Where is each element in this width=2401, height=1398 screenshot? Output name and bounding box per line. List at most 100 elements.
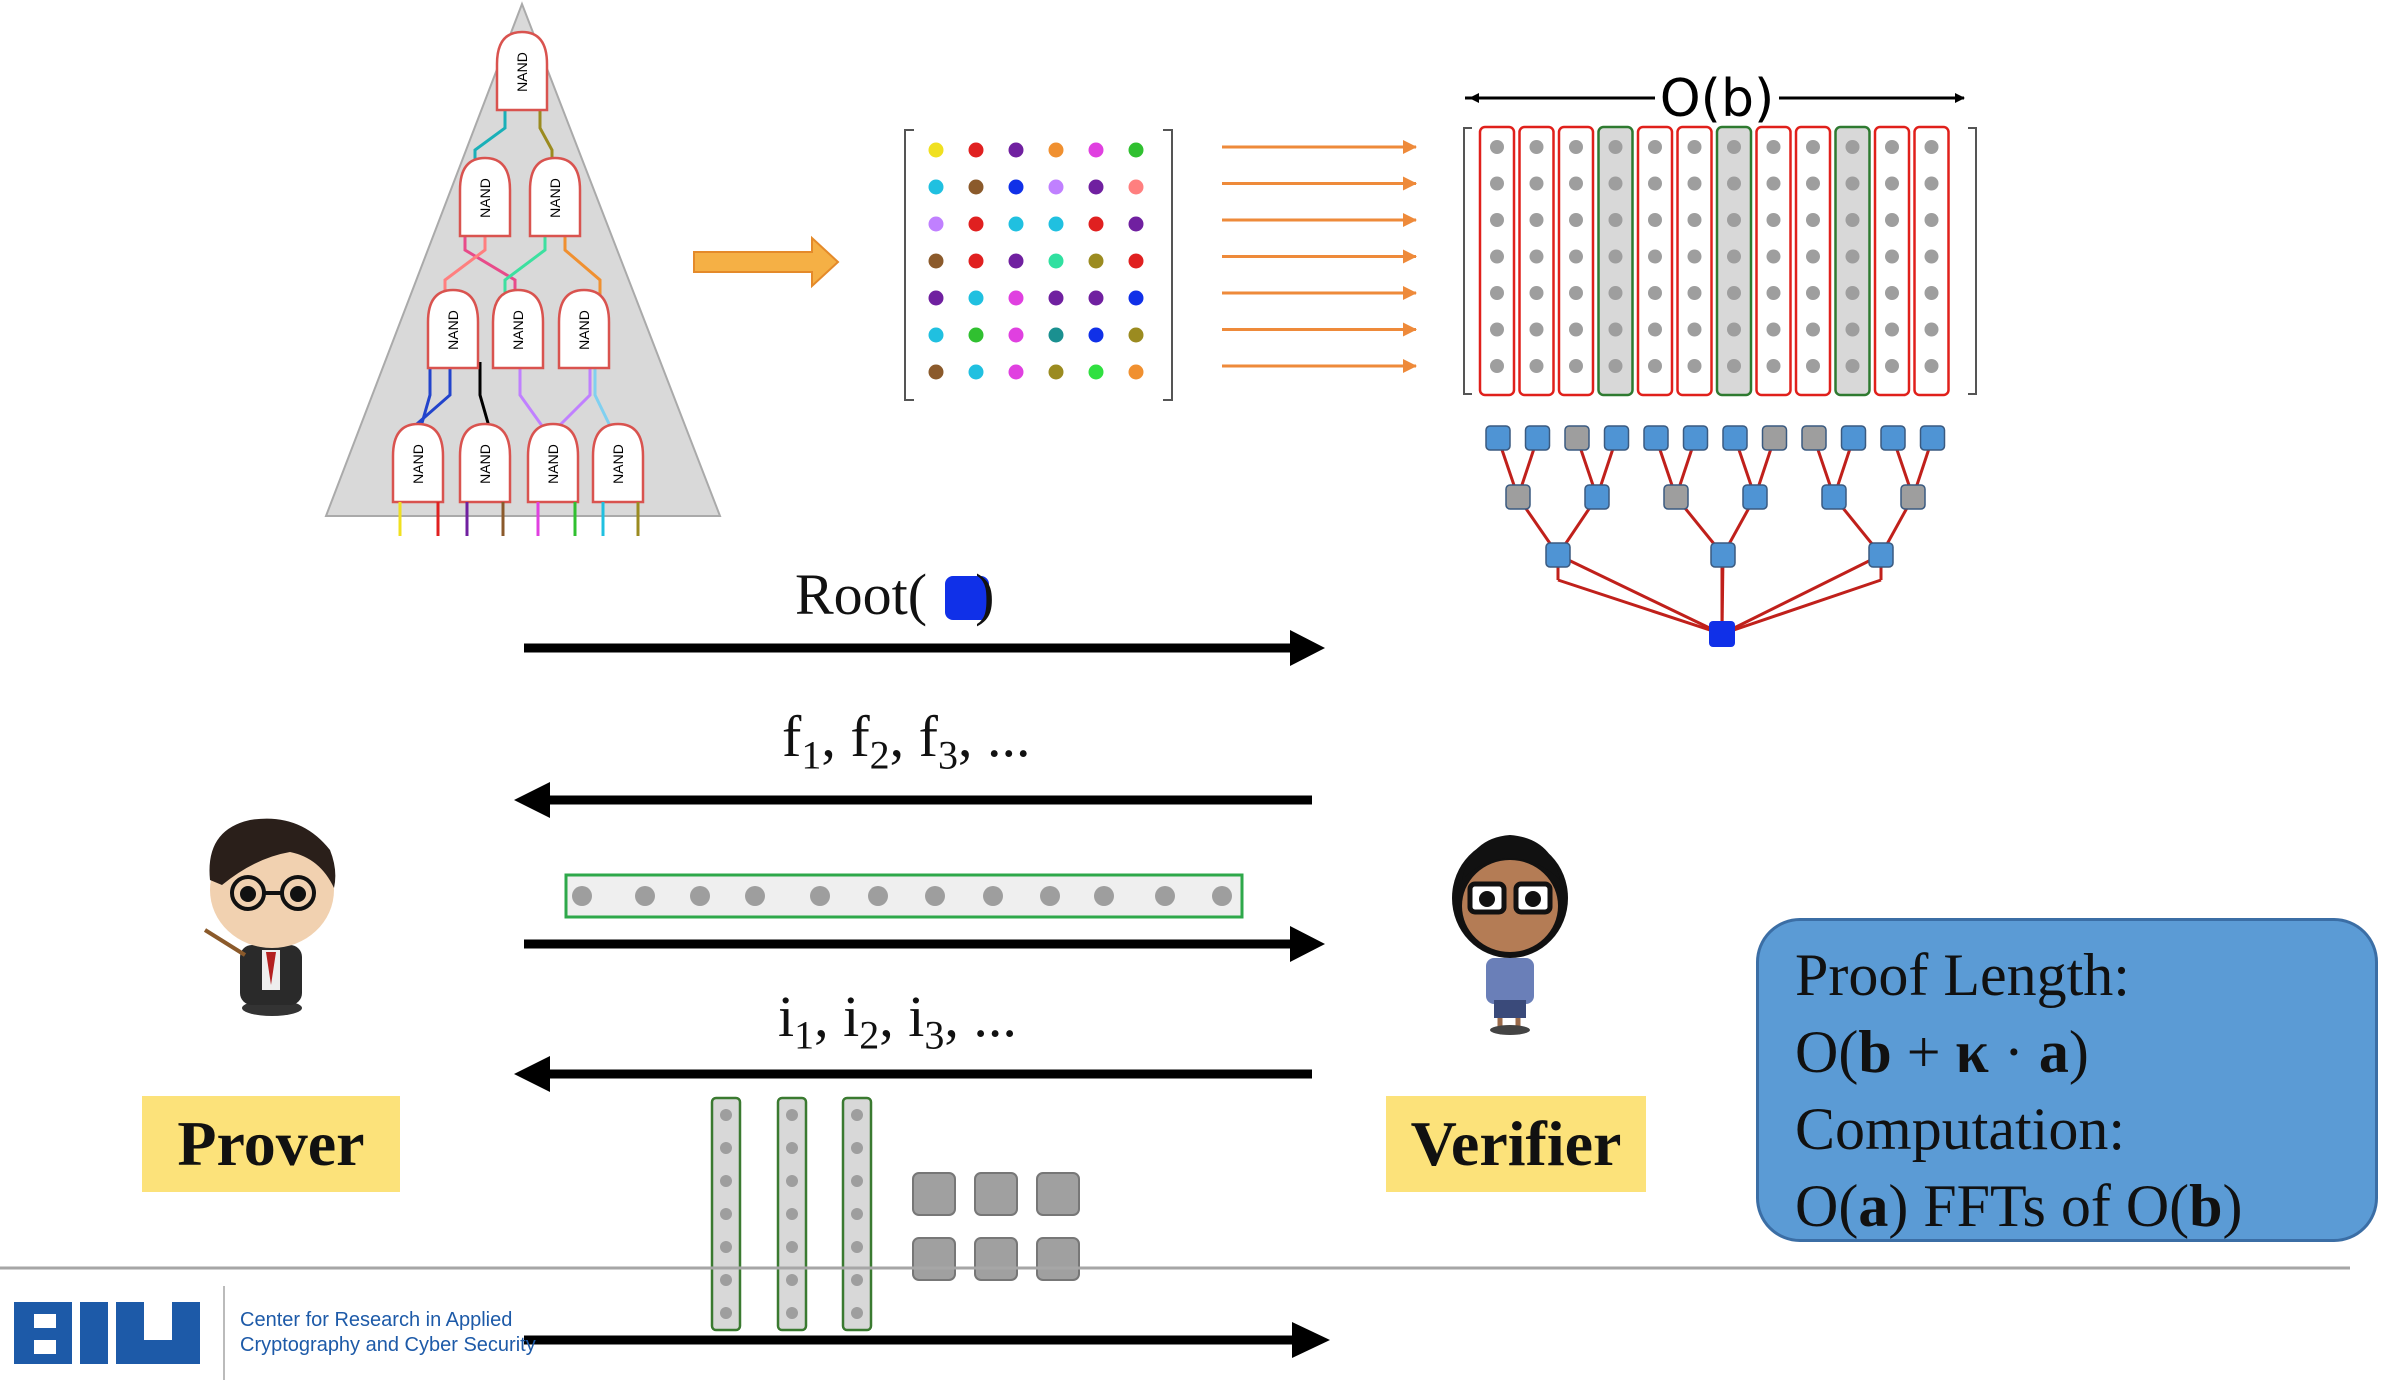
opened-dot: [786, 1241, 798, 1253]
encoded-dot: [1648, 322, 1662, 337]
encoded-dot: [1924, 176, 1939, 191]
root-square-icon: [945, 576, 989, 620]
query-message: i1, i2, i3, ...: [778, 984, 1017, 1058]
opened-columns: [710, 1096, 873, 1332]
row-dot: [983, 886, 1003, 906]
auth-paths: [912, 1172, 1080, 1281]
nand-label: NAND: [410, 444, 426, 484]
matrix-dot: [1008, 142, 1024, 158]
verifier-figure-icon: [1452, 835, 1568, 1035]
opened-dot: [720, 1274, 732, 1286]
encoded-dot: [1766, 140, 1781, 154]
encoded-dot: [1490, 249, 1504, 264]
opened-dot: [786, 1274, 798, 1286]
encoded-dot: [1806, 213, 1820, 227]
matrix-dot: [1128, 216, 1144, 232]
encoded-dot: [1687, 359, 1702, 373]
encoded-dot: [1885, 140, 1899, 154]
encoded-dot: [1845, 213, 1860, 227]
opened-dot: [851, 1142, 863, 1154]
matrix-dot: [1008, 327, 1024, 343]
encoded-dot: [1845, 249, 1860, 264]
matrix-dot: [1128, 253, 1144, 269]
matrix-dot: [1048, 179, 1064, 195]
circuit-tree: NAND NAND NAND NAND NAND NAND NAND NAND …: [324, 1, 722, 536]
encoded-dot: [1569, 322, 1583, 337]
encoded-dot: [1924, 249, 1939, 264]
opened-dot: [720, 1142, 732, 1154]
matrix-dot: [1128, 142, 1144, 158]
encoded-dot: [1687, 249, 1702, 264]
opened-dot: [851, 1109, 863, 1121]
merkle-node: [1919, 425, 1946, 451]
merkle-node: [1710, 542, 1736, 568]
encoded-dot: [1806, 249, 1820, 264]
opened-dot: [720, 1208, 732, 1220]
opened-dot: [851, 1307, 863, 1319]
merkle-node: [1584, 484, 1610, 510]
row-dot: [635, 886, 655, 906]
prover-figure-icon: [203, 818, 336, 1016]
encoded-dot: [1529, 176, 1544, 191]
encoded-dot: [1727, 176, 1741, 191]
org-name: Center for Research in Applied Cryptogra…: [240, 1309, 536, 1356]
encoded-dot: [1648, 249, 1662, 264]
encoded-dot: [1885, 176, 1899, 191]
orange-arrow-icon: [693, 235, 840, 289]
opening-arrow-head: [1292, 1322, 1330, 1358]
encoded-dot: [1648, 286, 1662, 300]
matrix-dot: [1008, 364, 1024, 380]
row-dot: [745, 886, 765, 906]
nand-label: NAND: [514, 52, 530, 92]
message-arrows: [514, 630, 1330, 1358]
matrix-dot: [968, 253, 984, 269]
nand-gate-icon: NAND: [458, 422, 512, 504]
matrix-dot: [1048, 216, 1064, 232]
encoded-dot: [1845, 176, 1860, 191]
row-dot: [1155, 886, 1175, 906]
encoded-dot: [1885, 359, 1899, 373]
encoded-dot: [1608, 322, 1623, 337]
encoded-dot: [1727, 249, 1741, 264]
row-dot: [810, 886, 830, 906]
encoded-dot: [1766, 176, 1781, 191]
merkle-node: [1505, 484, 1531, 510]
opened-dot: [786, 1208, 798, 1220]
opened-dot: [786, 1142, 798, 1154]
encoded-dot: [1490, 322, 1504, 337]
encoded-dot: [1608, 213, 1623, 227]
encoded-dot: [1845, 322, 1860, 337]
merkle-node: [1880, 425, 1906, 451]
matrix-dot: [1008, 290, 1024, 306]
nand-label: NAND: [576, 310, 592, 350]
encoded-dot: [1490, 213, 1504, 227]
merkle-node: [1545, 542, 1571, 568]
matrix-dot: [928, 216, 944, 232]
root-arrow-head: [1290, 630, 1325, 666]
encoded-dot: [1529, 140, 1544, 154]
opened-dot: [786, 1109, 798, 1121]
combined-row: [564, 873, 1244, 919]
gate-row-1: NAND: [495, 30, 549, 112]
challenge-message: f1, f2, f3, ...: [782, 704, 1031, 778]
merkle-node: [1722, 425, 1748, 451]
matrix-dot: [1048, 290, 1064, 306]
merkle-node: [1682, 425, 1709, 451]
nand-gate-icon: NAND: [495, 30, 549, 112]
root-message: Root(): [795, 562, 995, 627]
encoded-dot: [1885, 213, 1899, 227]
merkle-node: [1643, 425, 1669, 451]
row-dot: [690, 886, 710, 906]
merkle-root: [1709, 621, 1735, 647]
encoded-dot: [1727, 359, 1741, 373]
encoded-dot: [1569, 213, 1583, 227]
encoded-dot: [1687, 176, 1702, 191]
encoded-dot: [1687, 140, 1702, 154]
matrix-dot: [1128, 364, 1144, 380]
encoded-dot: [1806, 322, 1820, 337]
matrix-dot: [968, 142, 984, 158]
row-dot: [572, 886, 592, 906]
nand-label: NAND: [510, 310, 526, 350]
opened-dot: [720, 1109, 732, 1121]
